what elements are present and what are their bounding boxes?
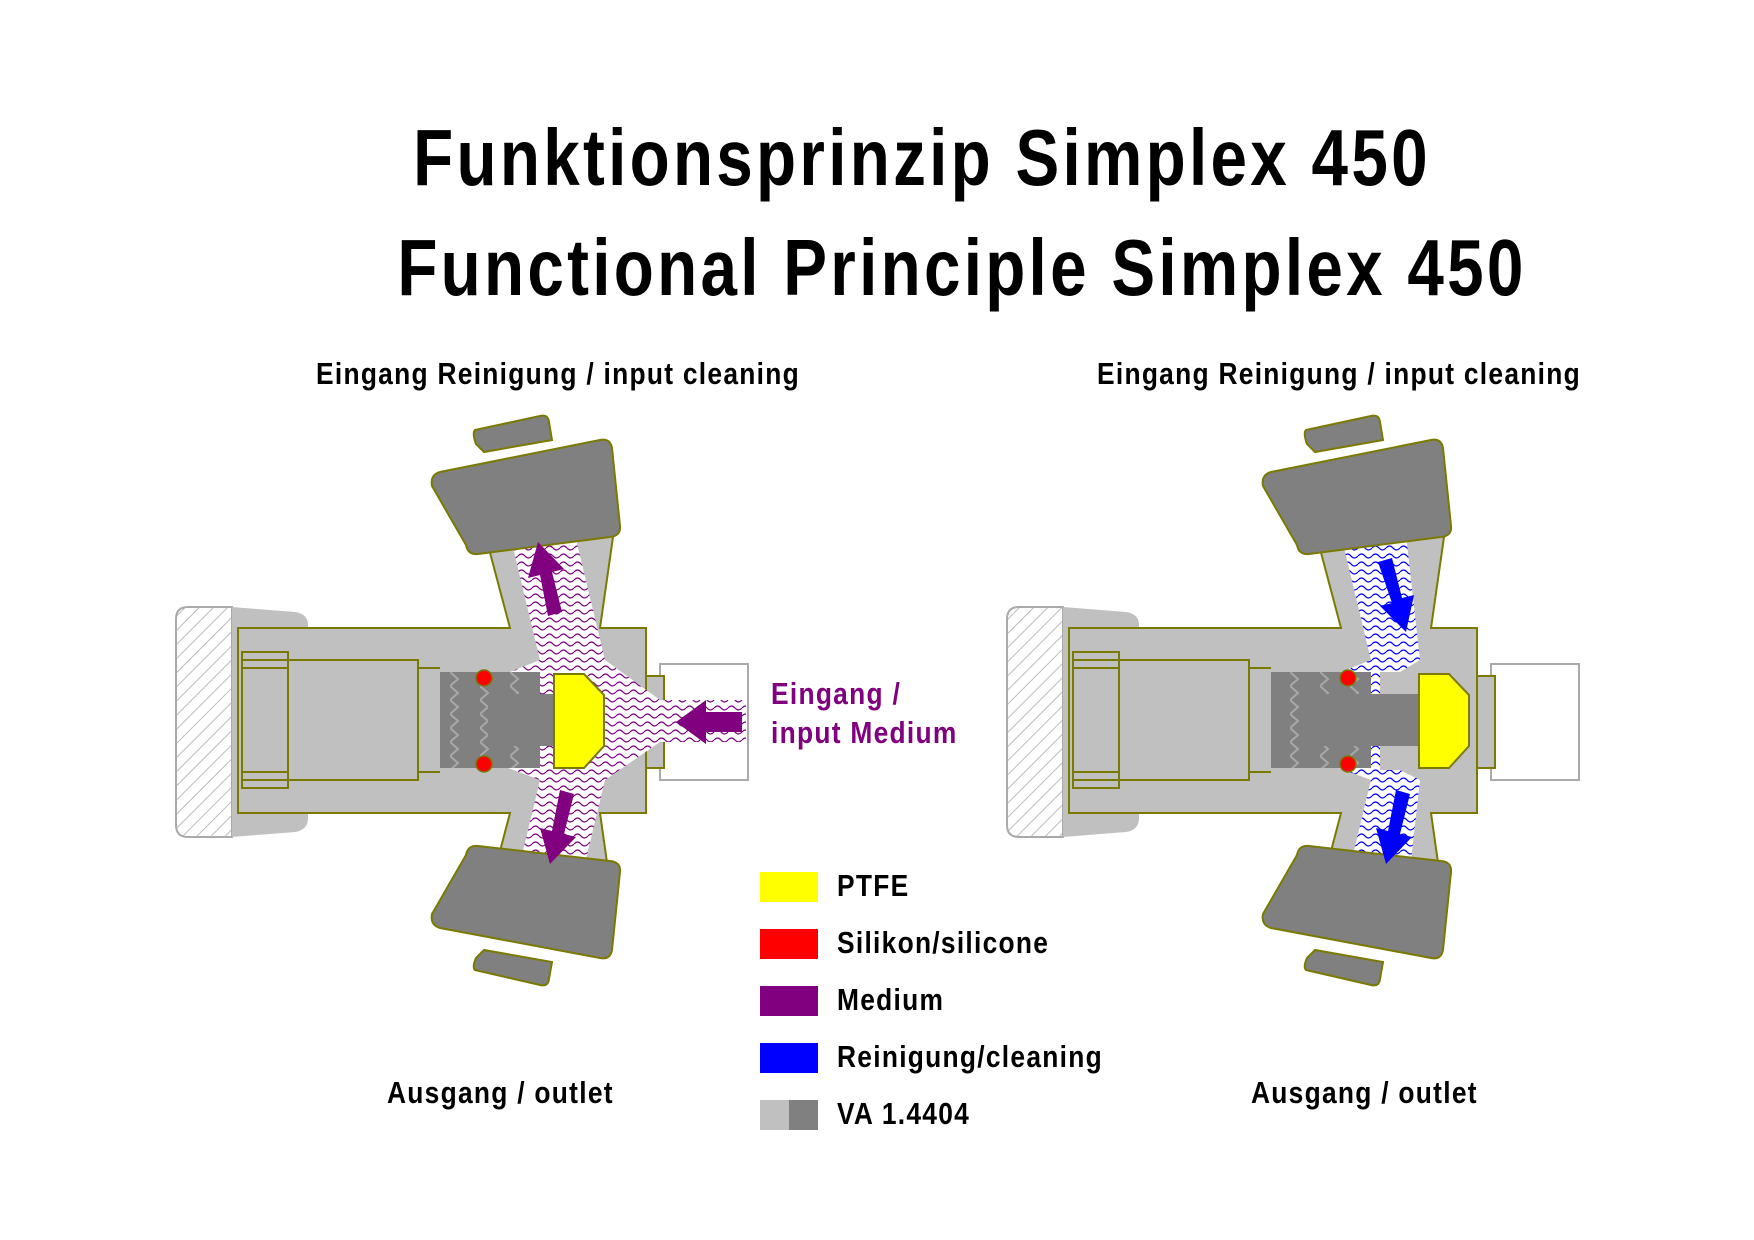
- right-top-cap: [1261, 438, 1453, 556]
- left-valve: [175, 414, 749, 987]
- right-valve: [1006, 414, 1580, 987]
- legend-item-steel: VA 1.4404: [760, 1096, 1160, 1131]
- legend-swatch-cleaning: [760, 1043, 818, 1073]
- left-oring-bottom: [475, 755, 493, 773]
- legend-item-ptfe: PTFE: [760, 868, 1160, 903]
- legend-item-medium: Medium: [760, 982, 1160, 1017]
- title-german: Funktionsprinzip Simplex 450: [413, 113, 1431, 202]
- legend-swatch-medium: [760, 986, 818, 1016]
- right-oring-top: [1339, 669, 1357, 687]
- right-outlet-label: Ausgang / outlet: [1251, 1075, 1478, 1110]
- legend-item-silicone: Silikon/silicone: [760, 925, 1160, 960]
- right-inlet-port: [1490, 663, 1580, 781]
- legend-label-medium: Medium: [837, 982, 945, 1017]
- left-arrow-up: [528, 542, 564, 616]
- left-top-cap: [430, 438, 622, 556]
- legend-swatch-ptfe: [760, 872, 818, 902]
- left-top-knob: [472, 414, 554, 454]
- right-bottom-cap: [1261, 844, 1453, 960]
- medium-inlet-label-line1: Eingang /: [771, 676, 902, 711]
- right-mount-hatch: [1006, 606, 1064, 838]
- right-ptfe-seal: [1418, 673, 1470, 769]
- legend-label-cleaning: Reinigung/cleaning: [837, 1039, 1103, 1074]
- medium-inlet-label-line2: input Medium: [771, 715, 958, 750]
- right-bottom-knob: [1303, 948, 1385, 987]
- legend-label-ptfe: PTFE: [837, 868, 910, 903]
- left-ptfe-seal: [553, 673, 605, 769]
- right-arrow-down-top: [1378, 558, 1414, 632]
- right-arrow-down-bottom: [1376, 790, 1412, 864]
- legend-item-cleaning: Reinigung/cleaning: [760, 1039, 1160, 1074]
- right-inlet-cleaning-label: Eingang Reinigung / input cleaning: [1097, 356, 1581, 391]
- legend-swatch-silicone: [760, 929, 818, 959]
- left-arrow-down: [540, 790, 576, 864]
- title-english: Functional Principle Simplex 450: [397, 223, 1527, 312]
- legend-swatch-steel: [760, 1100, 818, 1130]
- left-outlet-label: Ausgang / outlet: [387, 1075, 614, 1110]
- right-top-knob: [1303, 414, 1385, 454]
- left-inlet-cleaning-label: Eingang Reinigung / input cleaning: [316, 356, 800, 391]
- legend-label-steel: VA 1.4404: [837, 1096, 971, 1131]
- left-oring-top: [475, 669, 493, 687]
- left-bottom-knob: [472, 948, 554, 987]
- left-mount-hatch: [175, 606, 233, 838]
- legend-label-silicone: Silikon/silicone: [837, 925, 1050, 960]
- right-oring-bottom: [1339, 755, 1357, 773]
- left-arrow-inlet: [676, 700, 742, 744]
- left-bottom-cap: [430, 844, 622, 960]
